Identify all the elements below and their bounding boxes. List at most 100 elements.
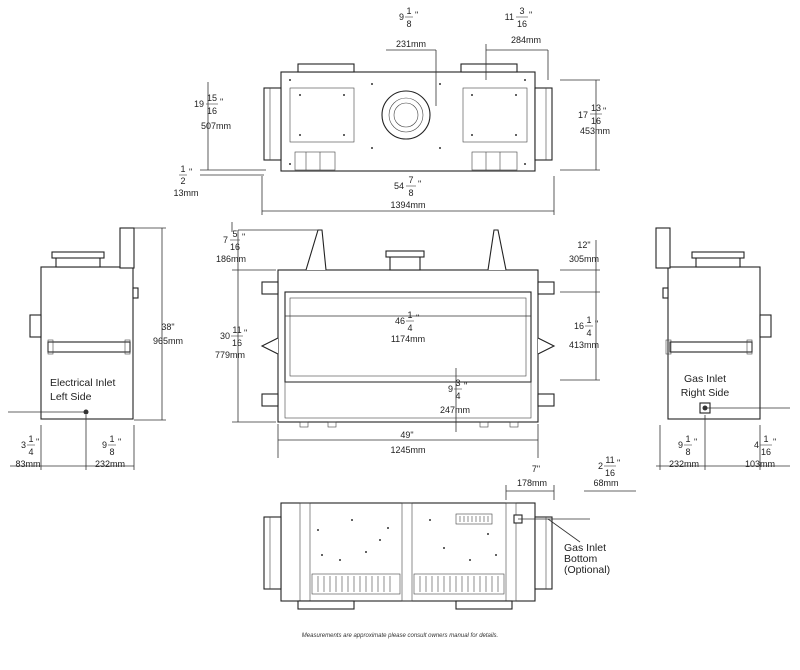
svg-text:3: 3	[455, 378, 460, 388]
top-flue-offset-right-label: 11 3 16 " 284mm	[505, 6, 541, 45]
svg-text:779mm: 779mm	[215, 350, 245, 360]
front-width-label: 49" 1245mm	[390, 430, 425, 455]
svg-text:Gas Inlet: Gas Inlet	[564, 542, 606, 554]
svg-text:3: 3	[21, 440, 26, 450]
svg-text:965mm: 965mm	[153, 336, 183, 346]
svg-text:232mm: 232mm	[669, 459, 699, 469]
bottom-offset-label: 7" 178mm	[517, 464, 547, 488]
svg-text:16: 16	[207, 106, 217, 116]
svg-text:1245mm: 1245mm	[390, 445, 425, 455]
svg-text:16: 16	[230, 242, 240, 252]
svg-text:8: 8	[109, 447, 114, 457]
svg-text:103mm: 103mm	[745, 459, 775, 469]
svg-text:1: 1	[180, 164, 185, 174]
svg-text:178mm: 178mm	[517, 478, 547, 488]
svg-text:1: 1	[406, 6, 411, 16]
front-opening-height-label: 16 1 4 " 413mm	[569, 315, 599, 350]
svg-text:Bottom: Bottom	[564, 553, 598, 565]
svg-text:11: 11	[505, 12, 514, 22]
front-opening-width-label: 46 1 4 " 1174mm	[391, 310, 425, 344]
left-side-view	[8, 227, 166, 470]
svg-text:1: 1	[685, 434, 690, 444]
svg-text:4: 4	[586, 328, 591, 338]
svg-text:232mm: 232mm	[95, 459, 125, 469]
svg-text:9: 9	[102, 440, 107, 450]
svg-text:": "	[242, 232, 245, 242]
top-overall-width-label: 54 7 8 " 1394mm	[390, 175, 425, 210]
svg-text:12": 12"	[577, 240, 590, 250]
svg-text:2: 2	[598, 461, 603, 471]
svg-text:Left Side: Left Side	[50, 391, 92, 403]
svg-text:11: 11	[232, 325, 241, 335]
svg-text:": "	[418, 179, 421, 189]
svg-text:19: 19	[194, 99, 204, 109]
top-depth-right-label: 17 13 16 " 453mm	[578, 103, 610, 136]
svg-text:1: 1	[28, 434, 33, 444]
svg-text:453mm: 453mm	[580, 126, 610, 136]
svg-text:186mm: 186mm	[216, 254, 246, 264]
front-view	[231, 222, 600, 458]
svg-text:8: 8	[685, 447, 690, 457]
svg-text:413mm: 413mm	[569, 340, 599, 350]
svg-text:": "	[773, 437, 776, 447]
right-inlet-offset-label: 4 1 16 " 103mm	[745, 434, 776, 469]
svg-text:7: 7	[223, 235, 228, 245]
svg-text:1: 1	[763, 434, 768, 444]
svg-text:16: 16	[591, 116, 601, 126]
svg-text:": "	[694, 437, 697, 447]
svg-text:8: 8	[406, 19, 411, 29]
svg-text:": "	[603, 106, 606, 116]
svg-text:": "	[464, 381, 467, 391]
right-side-view	[655, 227, 790, 470]
svg-text:4: 4	[754, 440, 759, 450]
svg-text:(Optional): (Optional)	[564, 564, 610, 576]
right-depth-label: 9 1 8 " 232mm	[669, 434, 699, 469]
top-view	[200, 44, 600, 215]
top-depth-left-label: 19 15 16 " 507mm	[194, 93, 231, 131]
svg-text:": "	[189, 167, 192, 177]
svg-text:2: 2	[180, 176, 185, 186]
svg-text:46: 46	[395, 316, 405, 326]
left-depth-label: 9 1 8 " 232mm	[95, 434, 125, 469]
electrical-inlet-label: Electrical Inlet Left Side	[50, 377, 115, 403]
svg-text:Electrical Inlet: Electrical Inlet	[50, 377, 115, 389]
svg-text:13: 13	[591, 103, 601, 113]
svg-text:": "	[416, 313, 419, 323]
front-top-right-label: 12" 305mm	[569, 240, 599, 264]
svg-text:1174mm: 1174mm	[391, 334, 425, 344]
svg-text:16: 16	[232, 338, 242, 348]
svg-text:": "	[220, 97, 223, 107]
svg-text:1: 1	[109, 434, 114, 444]
svg-text:1: 1	[586, 315, 591, 325]
front-base-height-label: 9 3 4 " 247mm	[440, 378, 470, 415]
svg-text:1394mm: 1394mm	[390, 200, 425, 210]
svg-text:": "	[118, 437, 121, 447]
svg-text:507mm: 507mm	[201, 121, 231, 131]
svg-text:16: 16	[574, 321, 584, 331]
svg-text:9: 9	[448, 384, 453, 394]
svg-text:16: 16	[761, 447, 771, 457]
svg-text:305mm: 305mm	[569, 254, 599, 264]
footer-note: Measurements are approximate please cons…	[302, 633, 498, 639]
top-base-offset-label: 1 2 " 13mm	[173, 164, 198, 198]
svg-text:4: 4	[455, 391, 460, 401]
svg-text:11: 11	[605, 455, 614, 465]
svg-text:16: 16	[605, 468, 615, 478]
gas-inlet-bottom-label: Gas Inlet Bottom (Optional)	[564, 542, 610, 576]
svg-text:1: 1	[407, 310, 412, 320]
gas-inlet-right-label: Gas Inlet Right Side	[681, 373, 730, 399]
svg-text:17: 17	[578, 110, 588, 120]
svg-text:": "	[244, 328, 247, 338]
svg-text:247mm: 247mm	[440, 405, 470, 415]
svg-text:30: 30	[220, 331, 230, 341]
svg-text:83mm: 83mm	[15, 459, 40, 469]
svg-text:": "	[529, 10, 532, 20]
svg-text:3: 3	[519, 6, 524, 16]
svg-text:49": 49"	[400, 430, 413, 440]
front-top-stand-label: 7 5 16 " 186mm	[216, 229, 246, 264]
bottom-inlet-offset-label: 2 11 16 " 68mm	[593, 455, 620, 488]
svg-text:16: 16	[517, 19, 527, 29]
left-inlet-offset-label: 3 1 4 " 83mm	[15, 434, 40, 469]
svg-text:": "	[617, 458, 620, 468]
